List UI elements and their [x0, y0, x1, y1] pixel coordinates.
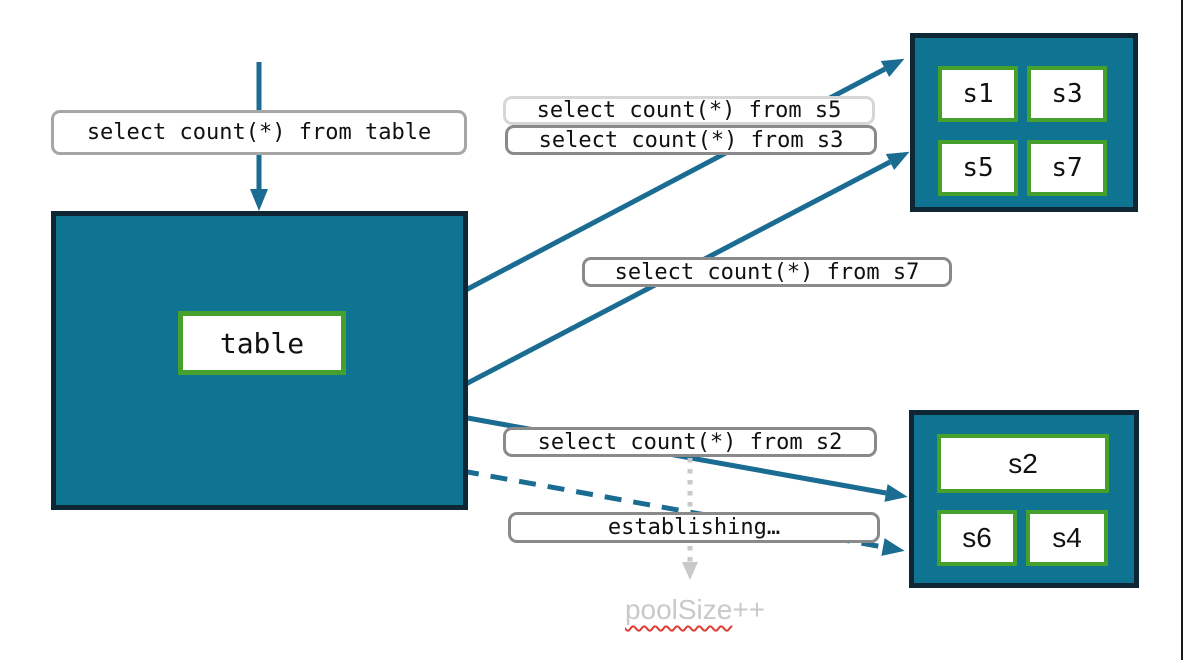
shard-cluster-top: s1 s3 s5 s7: [910, 33, 1138, 212]
label-establishing: establishing…: [508, 512, 880, 543]
label-query-s7: select count(*) from s7: [582, 257, 952, 287]
slide-right-edge: [1181, 0, 1183, 660]
shard-s1: s1: [938, 66, 1018, 122]
table-box-label: table: [178, 311, 346, 375]
label-query-s5: select count(*) from s5: [503, 96, 875, 125]
shard-s7: s7: [1027, 140, 1107, 196]
label-query-s2: select count(*) from s2: [503, 427, 877, 457]
shard-cluster-bottom: s2 s6 s4: [909, 410, 1139, 588]
shard-s6: s6: [937, 510, 1017, 566]
label-query-table: select count(*) from table: [51, 110, 467, 155]
label-query-s3: select count(*) from s3: [505, 125, 877, 155]
table-box: table: [51, 211, 468, 510]
poolsize-suffix: ++: [732, 594, 766, 625]
shard-s4: s4: [1026, 510, 1108, 566]
shard-s5: s5: [938, 140, 1018, 196]
shard-s2: s2: [937, 434, 1109, 493]
poolsize-annotation: poolSize++: [600, 594, 790, 626]
poolsize-word: poolSize: [624, 594, 733, 625]
shard-s3: s3: [1027, 66, 1107, 122]
